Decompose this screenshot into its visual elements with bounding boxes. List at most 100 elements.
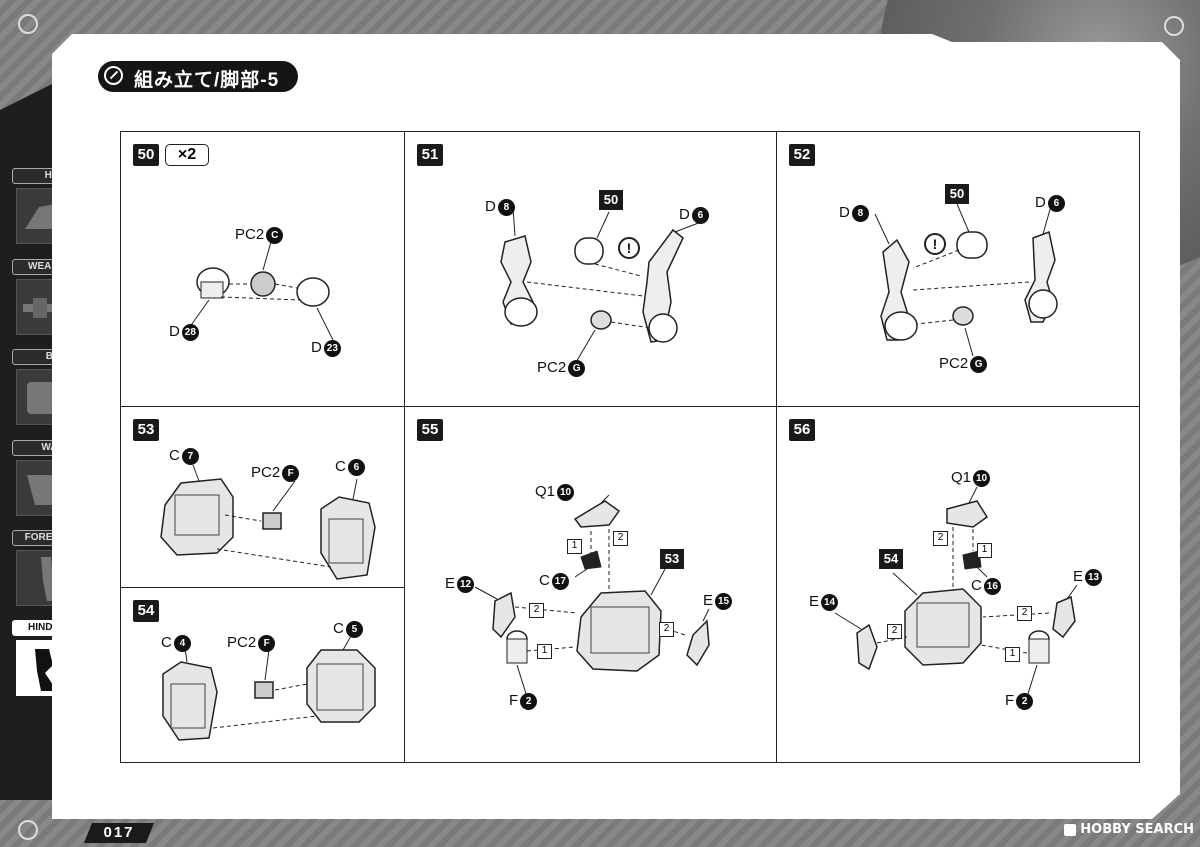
sequence-marker: 2 — [529, 603, 544, 618]
screw-icon — [18, 14, 38, 34]
step-number: 56 — [789, 419, 815, 441]
part-number: 4 — [173, 634, 191, 652]
part-code: E — [703, 592, 714, 609]
step-number: 52 — [789, 144, 815, 166]
sequence-marker: 1 — [1005, 647, 1020, 662]
part-number: 6 — [347, 458, 365, 476]
sequence-marker: 2 — [613, 531, 628, 546]
part-number: 8 — [851, 204, 869, 222]
part-number: 14 — [821, 593, 839, 611]
sequence-marker: 1 — [567, 539, 582, 554]
part-number: C — [266, 226, 284, 244]
part-number: 13 — [1085, 568, 1103, 586]
hobby-search-logo-icon — [1064, 823, 1077, 836]
part-number: 28 — [181, 323, 199, 341]
svg-text:!: ! — [933, 236, 938, 252]
step-reference: 50 — [599, 190, 623, 210]
step-56-diagram — [834, 486, 1078, 698]
part-number: 10 — [557, 483, 575, 501]
step-reference: 53 — [660, 549, 684, 569]
part-number: 5 — [345, 620, 363, 638]
part-code: C — [539, 572, 550, 589]
sequence-marker: 2 — [933, 531, 948, 546]
part-code: PC2 — [251, 464, 281, 481]
part-number: 16 — [983, 577, 1001, 595]
part-code: C — [161, 634, 172, 651]
part-number: 12 — [457, 575, 475, 593]
step-54-diagram — [162, 635, 376, 741]
part-number: 10 — [973, 469, 991, 487]
assembly-icon — [104, 66, 123, 85]
step-51-diagram: ! — [500, 207, 702, 365]
part-code: C — [971, 577, 982, 594]
sequence-marker: 1 — [977, 543, 992, 558]
step-number: 55 — [417, 419, 443, 441]
part-code: PC2 — [235, 226, 265, 243]
part-code: Q1 — [535, 483, 556, 500]
page-title: 組み立て/脚部-5 — [134, 70, 280, 91]
part-number: 8 — [497, 198, 515, 216]
part-code: D — [311, 339, 322, 356]
step-number: 53 — [133, 419, 159, 441]
step-50-diagram — [188, 241, 334, 341]
section-title: 組み立て/脚部-5 — [98, 61, 298, 92]
step-number: 54 — [133, 600, 159, 622]
part-code: D — [839, 204, 850, 221]
part-code: E — [445, 575, 456, 592]
part-number: G — [970, 355, 988, 373]
part-code: D — [485, 198, 496, 215]
step-55-diagram — [474, 494, 710, 698]
watermark: HOBBY SEARCH — [1064, 822, 1194, 837]
part-number: 23 — [323, 339, 341, 357]
part-number: 17 — [551, 572, 569, 590]
part-code: E — [809, 593, 820, 610]
part-code: D — [169, 323, 180, 340]
part-code: C — [333, 620, 344, 637]
step-reference: 54 — [879, 549, 903, 569]
step-53-diagram — [160, 464, 376, 580]
part-code: Q1 — [951, 469, 972, 486]
sequence-marker: 1 — [537, 644, 552, 659]
step-52-diagram: ! — [874, 203, 1058, 357]
screw-icon — [1164, 16, 1184, 36]
part-number: G — [568, 359, 586, 377]
part-number: 2 — [1016, 692, 1034, 710]
part-code: F — [1005, 692, 1015, 709]
part-number: 6 — [1047, 194, 1065, 212]
part-code: C — [335, 458, 346, 475]
part-number: F — [258, 634, 276, 652]
svg-text:!: ! — [627, 240, 632, 256]
part-number: 2 — [520, 692, 538, 710]
part-number: 7 — [181, 447, 199, 465]
sequence-marker: 2 — [659, 622, 674, 637]
part-code: PC2 — [939, 355, 969, 372]
quantity-multiplier: ×2 — [165, 144, 209, 166]
part-number: 15 — [715, 592, 733, 610]
part-code: PC2 — [537, 359, 567, 376]
step-number: 51 — [417, 144, 443, 166]
part-code: PC2 — [227, 634, 257, 651]
